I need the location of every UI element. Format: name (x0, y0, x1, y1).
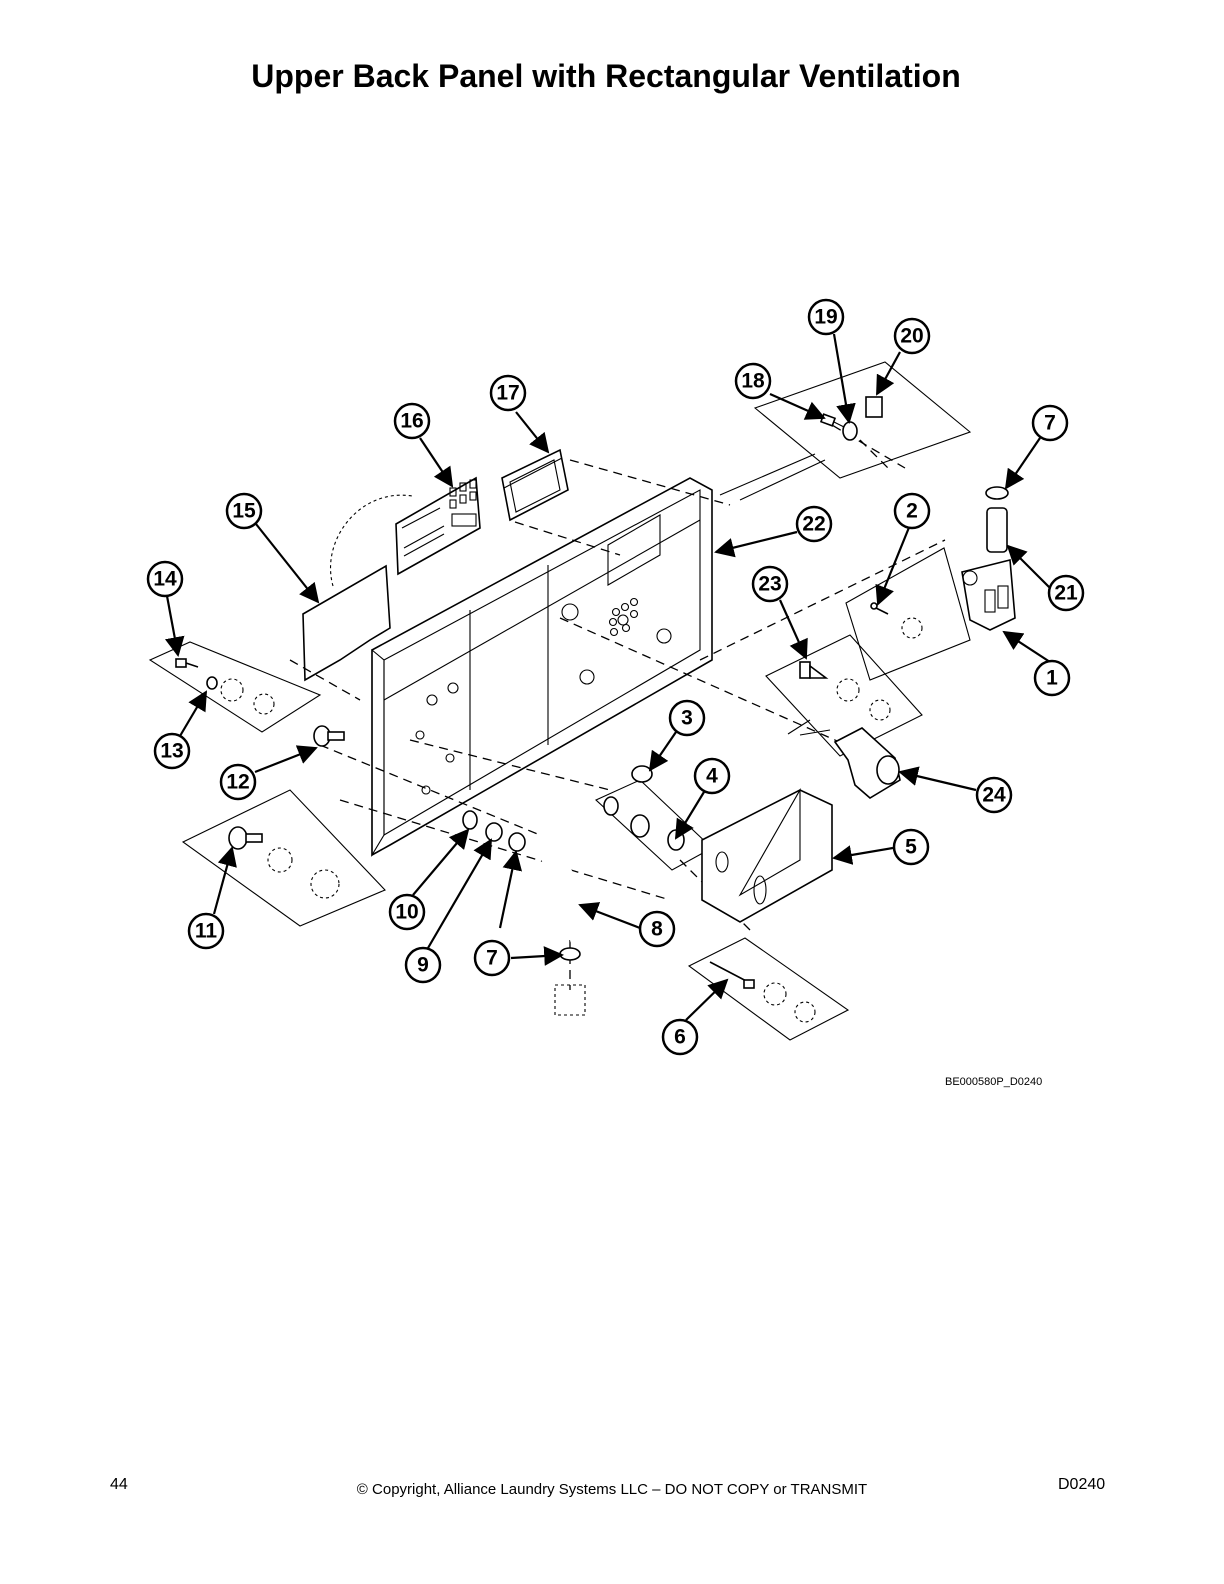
screw-2 (870, 602, 889, 615)
svg-text:8: 8 (651, 918, 663, 941)
fitting-4 (603, 796, 685, 851)
grommet-3 (631, 765, 653, 783)
svg-text:3: 3 (681, 707, 693, 730)
washer-9 (485, 822, 503, 842)
detail-plate-11 (181, 789, 386, 927)
callout-13: 13 (153, 732, 191, 770)
svg-text:15: 15 (232, 500, 256, 523)
svg-text:1: 1 (1046, 667, 1058, 690)
svg-text:7: 7 (1044, 412, 1056, 435)
callout-18: 18 (734, 362, 772, 400)
svg-text:14: 14 (153, 568, 177, 591)
callout-5: 5 (892, 828, 930, 866)
callout-16: 16 (393, 402, 431, 440)
callout-15: 15 (225, 492, 263, 530)
washer-19 (842, 421, 858, 441)
elbow-24 (833, 727, 901, 799)
water-valve-1 (961, 558, 1016, 631)
callout-19: 19 (807, 298, 845, 336)
callout-21: 21 (1047, 574, 1085, 612)
washer-10 (462, 810, 478, 830)
detail-plate-13-14 (148, 641, 322, 733)
callout-7-upper: 7 (1031, 404, 1069, 442)
callout-20: 20 (893, 317, 931, 355)
hose-clamp-top (985, 486, 1009, 500)
screw-14 (175, 658, 199, 668)
callout-4: 4 (693, 757, 731, 795)
washer-13 (206, 676, 218, 690)
svg-text:17: 17 (496, 382, 519, 405)
callout-3: 3 (668, 699, 706, 737)
screw-23 (799, 661, 829, 679)
outlet-stub (554, 984, 586, 1016)
document-id: D0240 (1058, 1476, 1106, 1493)
hose-21 (986, 507, 1008, 553)
callout-12: 12 (219, 763, 257, 801)
callout-6: 6 (661, 1018, 699, 1056)
svg-text:24: 24 (982, 784, 1006, 807)
callout-22: 22 (795, 505, 833, 543)
svg-text:4: 4 (706, 765, 718, 788)
clip-20 (865, 396, 883, 418)
detail-plate-6 (687, 937, 850, 1041)
bracket-5 (701, 787, 833, 923)
svg-text:12: 12 (226, 771, 249, 794)
callout-10: 10 (388, 893, 426, 931)
callout-23: 23 (751, 565, 789, 603)
callout-7-lower: 7 (473, 939, 511, 977)
callout-11: 11 (187, 912, 225, 950)
svg-text:16: 16 (400, 410, 423, 433)
nut-7 (508, 832, 526, 852)
rod-6 (709, 961, 755, 989)
hose-8 (533, 847, 582, 945)
svg-text:2: 2 (906, 500, 918, 523)
svg-text:11: 11 (195, 920, 218, 943)
svg-text:9: 9 (417, 954, 429, 977)
callout-1: 1 (1033, 659, 1071, 697)
svg-text:5: 5 (905, 836, 917, 859)
page-number: 44 (110, 1476, 128, 1493)
svg-text:10: 10 (395, 901, 418, 924)
svg-text:20: 20 (900, 325, 923, 348)
indicator-hole-cluster (608, 597, 639, 637)
svg-text:23: 23 (758, 573, 781, 596)
svg-text:13: 13 (160, 740, 183, 763)
detail-plate-4 (595, 779, 713, 871)
svg-text:6: 6 (674, 1026, 686, 1049)
callout-8: 8 (638, 910, 676, 948)
copyright-notice: © Copyright, Alliance Laundry Systems LL… (356, 1481, 868, 1498)
image-reference-code: BE000580P_D0240 (945, 1076, 1043, 1088)
detail-plate-23 (765, 634, 923, 757)
bolt-11 (228, 826, 263, 850)
leader-lines (165, 333, 1051, 1021)
callout-9: 9 (404, 946, 442, 984)
svg-text:22: 22 (802, 513, 825, 536)
detail-plate-2 (845, 547, 971, 681)
svg-text:7: 7 (486, 947, 498, 970)
page-title: Upper Back Panel with Rectangular Ventil… (251, 58, 961, 94)
svg-text:21: 21 (1054, 582, 1078, 605)
explode-lines (289, 459, 946, 990)
svg-text:19: 19 (814, 306, 837, 329)
callout-2: 2 (893, 492, 931, 530)
callout-17: 17 (489, 374, 527, 412)
callout-14: 14 (146, 560, 184, 598)
svg-text:18: 18 (741, 370, 765, 393)
overlay-panel (302, 494, 413, 682)
callout-24: 24 (975, 776, 1013, 814)
bolt-12 (313, 725, 345, 747)
vent-frame (501, 448, 569, 522)
hose-clamp-7 (559, 947, 581, 961)
control-label-decal (395, 476, 481, 576)
